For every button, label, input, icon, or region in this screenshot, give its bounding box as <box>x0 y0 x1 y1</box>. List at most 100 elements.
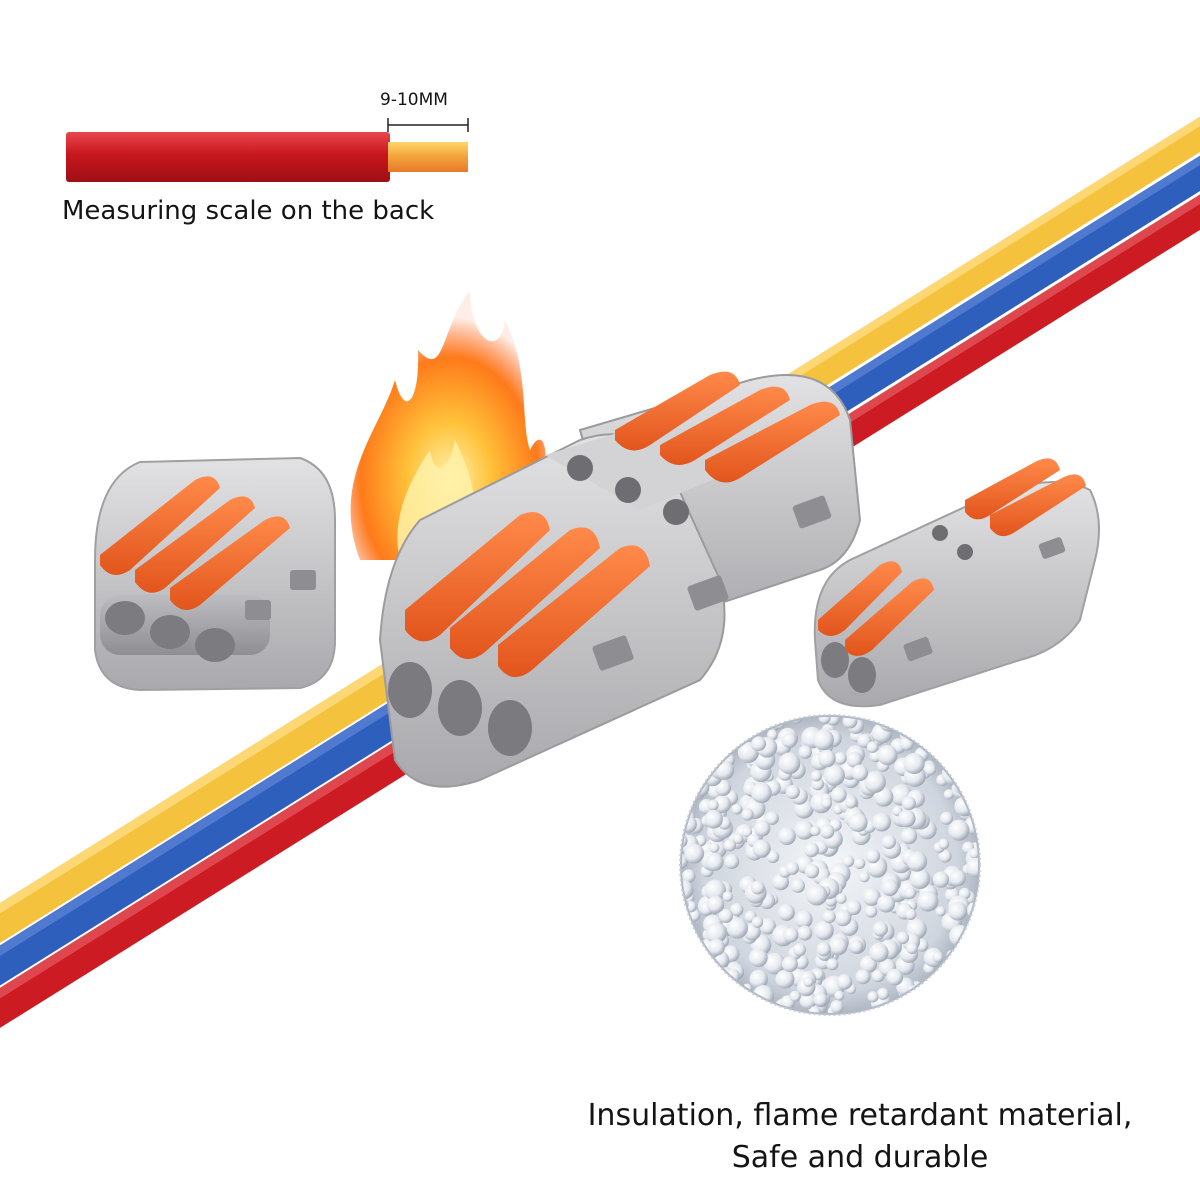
pellet <box>709 981 726 998</box>
pellet <box>682 853 688 870</box>
pellet <box>751 916 764 928</box>
strip-caption: Measuring scale on the back <box>62 196 435 226</box>
pellet <box>898 809 916 828</box>
pellet <box>959 944 978 966</box>
pellet <box>698 729 712 742</box>
pellet <box>710 717 730 729</box>
pellet <box>899 717 914 730</box>
pellet <box>682 957 694 972</box>
pellet <box>778 827 796 845</box>
pellet <box>697 727 718 748</box>
pellet <box>851 764 869 782</box>
pellet <box>720 717 741 726</box>
pellet <box>884 1002 902 1013</box>
pellet <box>754 717 767 722</box>
pellet <box>804 863 820 879</box>
pellet <box>705 922 727 944</box>
pellet <box>938 838 950 850</box>
pellet <box>682 944 695 964</box>
pellet <box>826 717 840 726</box>
pellet <box>697 756 714 772</box>
pellet <box>906 851 928 872</box>
pellet <box>922 999 936 1012</box>
pellet <box>772 873 790 891</box>
pellet <box>872 921 889 937</box>
pellet <box>950 959 971 981</box>
pellet <box>848 812 868 833</box>
pellet <box>682 947 690 958</box>
pellet <box>729 726 742 739</box>
pellet <box>910 1006 922 1013</box>
pellet <box>969 987 978 1004</box>
pellet <box>741 826 753 838</box>
pellet <box>783 927 799 943</box>
pellet <box>905 908 917 920</box>
pellet <box>748 948 768 968</box>
pellet <box>836 974 853 990</box>
pellet <box>940 811 953 825</box>
pellet <box>896 931 910 945</box>
pellet <box>713 976 727 990</box>
insulated-wire <box>66 132 390 182</box>
material-caption-line-2: Safe and durable <box>731 1140 989 1175</box>
pellet <box>682 869 696 883</box>
pellet <box>701 724 722 744</box>
pellet <box>935 906 946 917</box>
pellet <box>719 982 737 1000</box>
pellet <box>789 990 801 1002</box>
pellet <box>741 808 754 821</box>
pellet <box>806 884 828 906</box>
pellet <box>718 908 734 923</box>
pellet <box>797 925 813 941</box>
pellet <box>781 732 797 748</box>
pellet <box>818 717 831 724</box>
pellet <box>684 985 706 1008</box>
pellet <box>866 741 879 753</box>
pellet <box>682 772 695 786</box>
pellet <box>906 942 918 954</box>
pellet <box>706 756 718 769</box>
pellet <box>693 717 711 725</box>
pellet <box>804 842 819 858</box>
pellet <box>810 770 822 782</box>
pellet <box>821 797 832 809</box>
pellet <box>965 966 976 977</box>
pellet <box>881 834 897 850</box>
pellet <box>694 722 716 743</box>
center-connector <box>378 371 862 788</box>
pellet <box>905 999 920 1013</box>
pellet <box>708 938 725 956</box>
pellet <box>732 833 744 845</box>
pellet <box>845 796 857 809</box>
pellet <box>726 917 749 939</box>
pellet <box>853 857 866 870</box>
pellet <box>864 905 878 918</box>
pellet <box>968 960 978 979</box>
pellet <box>689 973 702 986</box>
pellet <box>968 717 978 734</box>
pellet <box>834 990 845 1001</box>
pellet <box>822 910 836 924</box>
pellet <box>751 782 772 804</box>
right-connector <box>813 458 1100 708</box>
pellet <box>830 1000 844 1013</box>
pellet <box>938 849 952 863</box>
pellet <box>682 717 703 737</box>
pellet <box>974 717 978 725</box>
strip-length-label: 9-10MM <box>380 90 448 110</box>
pellet <box>877 745 898 766</box>
pellet <box>810 825 821 837</box>
pellet <box>724 854 740 870</box>
pellet <box>886 968 904 986</box>
pellet <box>705 717 718 726</box>
pellet <box>924 993 940 1009</box>
pellet <box>814 920 834 941</box>
pellet <box>826 958 839 971</box>
pellet <box>846 751 863 768</box>
pellet <box>682 767 690 785</box>
pellet <box>777 903 795 921</box>
pellet <box>695 970 713 988</box>
pellet <box>949 869 966 887</box>
stripped-wire-core <box>388 142 468 172</box>
